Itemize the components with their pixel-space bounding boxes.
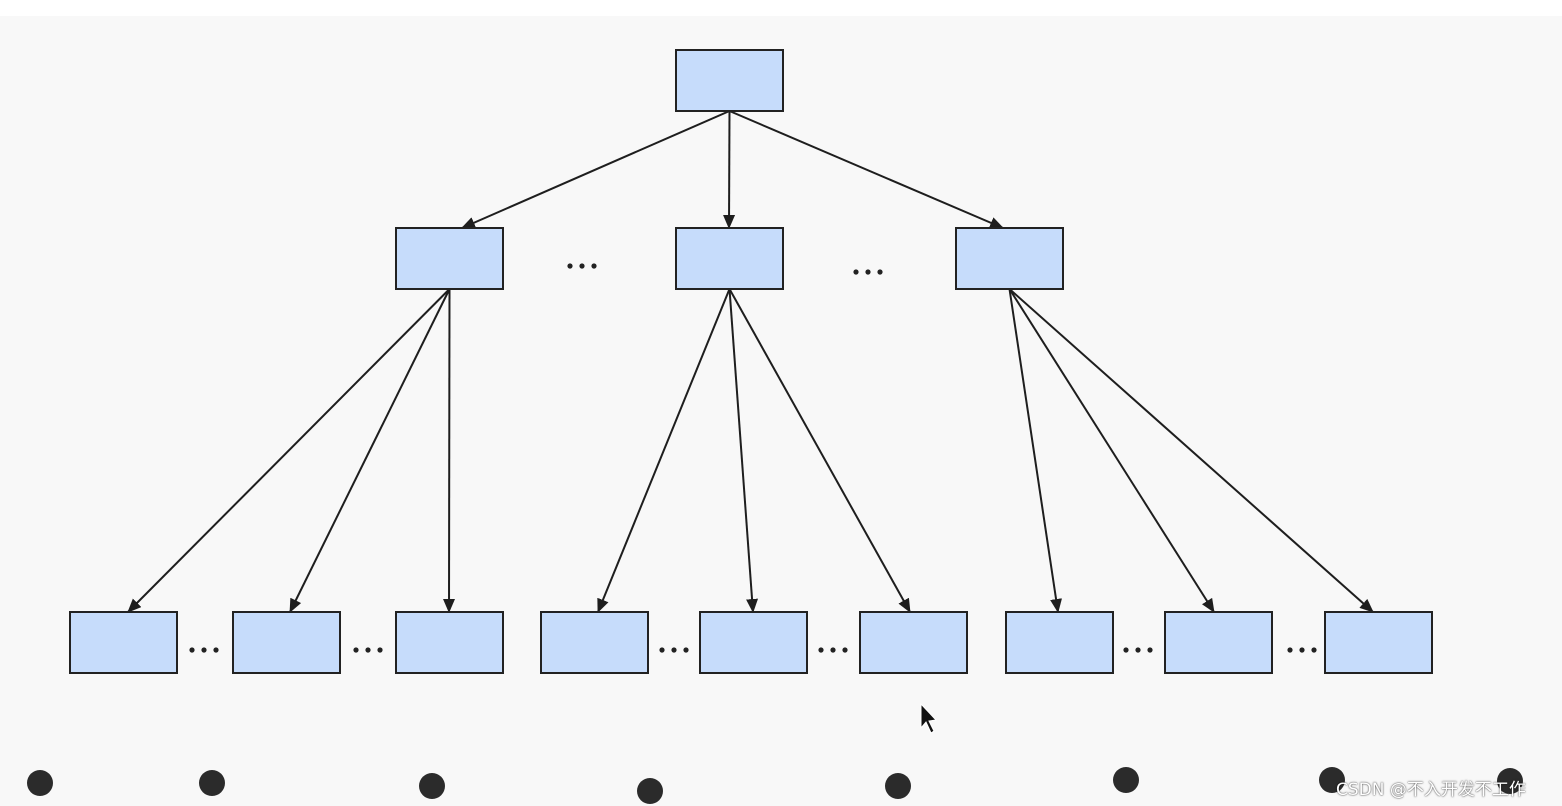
ellipsis-dot xyxy=(1147,647,1153,653)
edge-mid-left-to-leaf-2 xyxy=(289,288,451,613)
ellipsis-dot xyxy=(591,263,597,269)
edge-mid-right-to-leaf-7 xyxy=(1008,288,1063,613)
bottom-bullet-2 xyxy=(199,770,225,796)
edges-layer xyxy=(127,110,1374,613)
bottom-bullet-6 xyxy=(1113,767,1139,793)
node-box xyxy=(395,611,504,674)
node-box xyxy=(955,227,1064,290)
node-mid-left xyxy=(395,227,504,290)
bottom-bullet-7 xyxy=(1319,767,1345,793)
ellipsis-dot xyxy=(1123,647,1129,653)
bottom-bullet-3 xyxy=(419,773,445,799)
ellipsis-dot xyxy=(853,269,859,275)
bottom-bullet-8 xyxy=(1497,768,1523,794)
ellipsis-dot xyxy=(659,647,665,653)
ellipsis-dot xyxy=(818,647,824,653)
node-box xyxy=(1005,611,1114,674)
edge-mid-right-to-leaf-9 xyxy=(1008,288,1374,613)
ellipsis-dot xyxy=(1287,647,1293,653)
ellipsis-layer xyxy=(189,263,1317,653)
node-box xyxy=(1324,611,1433,674)
node-leaf-4 xyxy=(540,611,649,674)
edge-mid-center-to-leaf-5 xyxy=(728,288,759,613)
ellipsis-dot xyxy=(201,647,207,653)
ellipsis-dot xyxy=(1299,647,1305,653)
ellipsis-dot xyxy=(877,269,883,275)
node-leaf-2 xyxy=(232,611,341,674)
ellipsis-dot xyxy=(213,647,219,653)
node-box xyxy=(395,227,504,290)
ellipsis-leaf-1 xyxy=(189,647,219,653)
ellipsis-leaf-5 xyxy=(1123,647,1153,653)
node-box xyxy=(699,611,808,674)
bottom-bullet-4 xyxy=(637,778,663,804)
ellipsis-mid-1 xyxy=(567,263,597,269)
ellipsis-dot xyxy=(353,647,359,653)
ellipsis-dot xyxy=(842,647,848,653)
node-leaf-9 xyxy=(1324,611,1433,674)
ellipsis-dot xyxy=(377,647,383,653)
edge-root-to-mid-left xyxy=(461,110,730,229)
ellipsis-leaf-2 xyxy=(353,647,383,653)
node-leaf-5 xyxy=(699,611,808,674)
ellipsis-leaf-4 xyxy=(818,647,848,653)
bottom-bullet-1 xyxy=(27,770,53,796)
node-leaf-1 xyxy=(69,611,178,674)
ellipsis-dot xyxy=(365,647,371,653)
node-box xyxy=(859,611,968,674)
ellipsis-leaf-3 xyxy=(659,647,689,653)
bullets-layer xyxy=(27,767,1523,804)
top-strip xyxy=(0,0,1562,16)
ellipsis-dot xyxy=(865,269,871,275)
node-box xyxy=(675,227,784,290)
ellipsis-dot xyxy=(830,647,836,653)
edge-mid-right-to-leaf-8 xyxy=(1008,288,1215,613)
mouse-cursor-icon xyxy=(920,702,938,734)
node-box xyxy=(675,49,784,112)
ellipsis-dot xyxy=(1135,647,1141,653)
node-box xyxy=(232,611,341,674)
ellipsis-dot xyxy=(189,647,195,653)
edge-mid-left-to-leaf-1 xyxy=(127,288,451,613)
csdn-watermark: CSDN @不入开发不工作 xyxy=(1336,780,1526,800)
ellipsis-mid-2 xyxy=(853,269,883,275)
node-leaf-6 xyxy=(859,611,968,674)
node-box xyxy=(540,611,649,674)
bottom-bullet-5 xyxy=(885,773,911,799)
edge-mid-center-to-leaf-6 xyxy=(728,288,911,613)
node-leaf-3 xyxy=(395,611,504,674)
edge-root-to-mid-right xyxy=(729,110,1004,229)
ellipsis-dot xyxy=(567,263,573,269)
node-mid-center xyxy=(675,227,784,290)
node-leaf-8 xyxy=(1164,611,1273,674)
node-box xyxy=(69,611,178,674)
ellipsis-dot xyxy=(683,647,689,653)
ellipsis-leaf-6 xyxy=(1287,647,1317,653)
node-mid-right xyxy=(955,227,1064,290)
ellipsis-dot xyxy=(579,263,585,269)
edge-root-to-mid-center xyxy=(723,110,736,229)
edge-mid-left-to-leaf-3 xyxy=(443,288,456,613)
ellipsis-dot xyxy=(671,647,677,653)
node-root xyxy=(675,49,784,112)
ellipsis-dot xyxy=(1311,647,1317,653)
edge-mid-center-to-leaf-4 xyxy=(597,288,731,613)
node-leaf-7 xyxy=(1005,611,1114,674)
node-box xyxy=(1164,611,1273,674)
nodes-layer xyxy=(69,49,1433,674)
